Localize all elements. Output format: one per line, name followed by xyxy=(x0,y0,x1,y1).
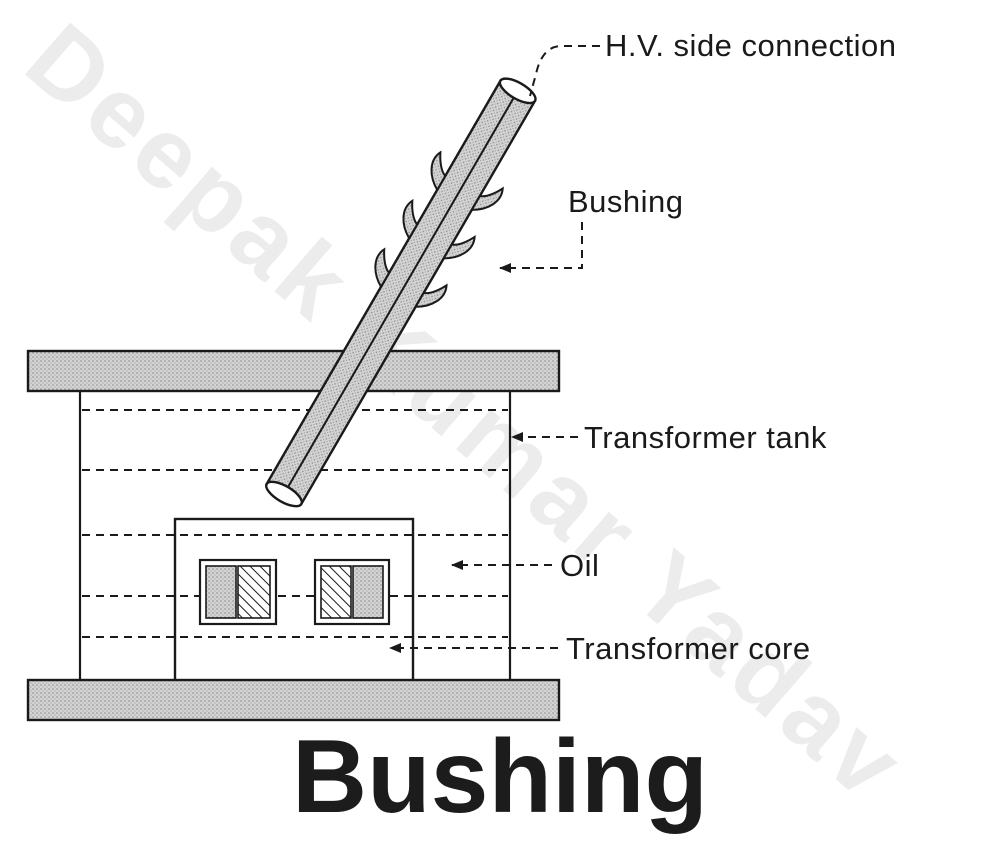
tank-bottom-plate xyxy=(26,678,561,722)
bushing-shed xyxy=(442,235,476,260)
label-hv-side-connection: H.V. side connection xyxy=(605,28,896,63)
label-bushing: Bushing xyxy=(568,184,684,219)
bushing-conductor xyxy=(286,93,517,490)
bushing-shed xyxy=(413,283,448,308)
right-winding-primary xyxy=(352,565,384,619)
label-transformer-tank: Transformer tank xyxy=(584,420,827,455)
label-oil: Oil xyxy=(560,548,599,583)
bushing-sheds xyxy=(374,150,504,308)
hv-connection-leader xyxy=(529,45,600,97)
bushing xyxy=(265,77,537,508)
bushing-bottom-end xyxy=(265,480,303,508)
bushing-shed xyxy=(374,247,391,289)
bushing-top-end xyxy=(498,77,537,105)
label-transformer-core: Transformer core xyxy=(566,631,811,666)
bushing-shed xyxy=(470,186,504,211)
left-winding-primary xyxy=(205,565,237,619)
bushing-shed xyxy=(430,150,447,192)
right-winding xyxy=(313,558,391,626)
bushing-leader xyxy=(499,222,583,273)
left-winding xyxy=(198,558,278,626)
bushing-shed xyxy=(402,198,419,241)
left-winding-secondary xyxy=(237,565,271,619)
tank-top-plate xyxy=(26,349,561,393)
diagram-title: Bushing xyxy=(292,719,708,835)
right-winding-secondary xyxy=(320,565,352,619)
